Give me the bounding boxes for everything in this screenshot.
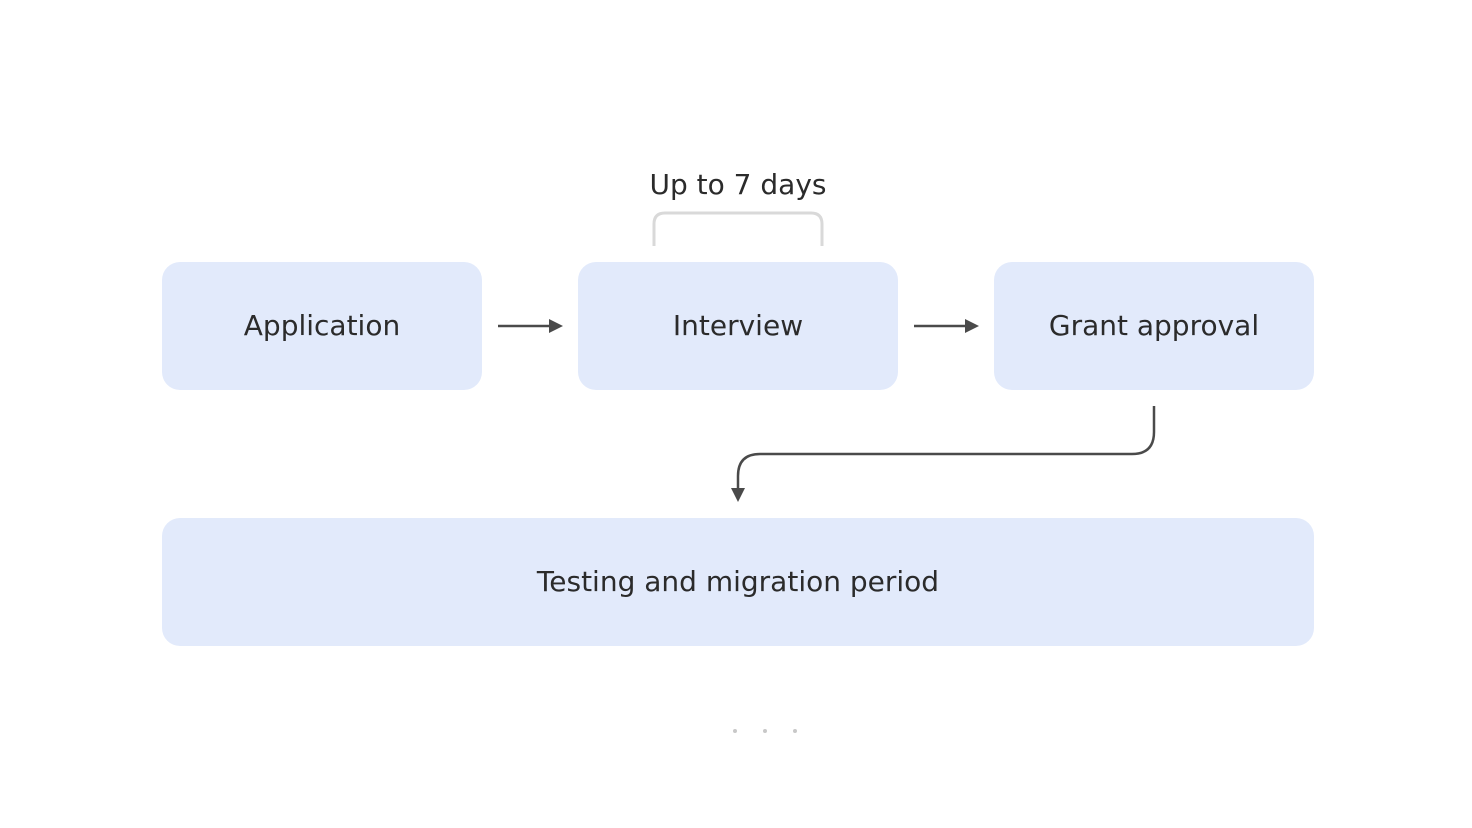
pagination-dot[interactable] (793, 729, 797, 733)
step-testing-and-migration: Testing and migration period (162, 518, 1314, 646)
arrow-interview-to-grant (914, 319, 979, 333)
pagination-dots (720, 729, 810, 735)
interview-duration-label: Up to 7 days (649, 168, 827, 201)
step-application: Application (162, 262, 482, 390)
pagination-dot[interactable] (763, 729, 767, 733)
arrow-application-to-interview (498, 319, 563, 333)
step-grant-approval: Grant approval (994, 262, 1314, 390)
step-interview: Interview (578, 262, 898, 390)
interview-duration-bracket (652, 211, 824, 246)
pagination-dot[interactable] (733, 729, 737, 733)
arrow-grant-to-testing (731, 406, 1156, 502)
